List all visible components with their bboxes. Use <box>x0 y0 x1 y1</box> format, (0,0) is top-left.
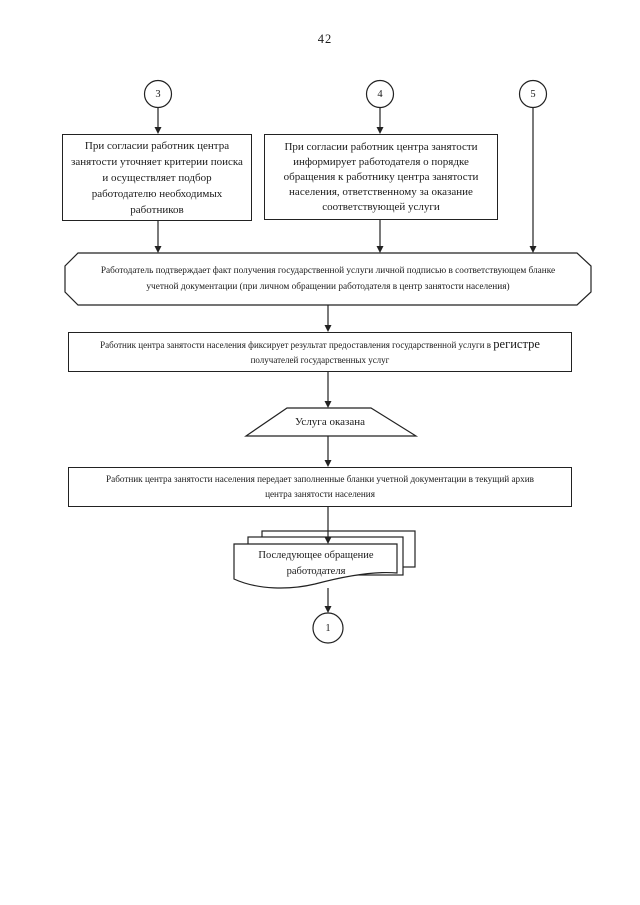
document-sheet-front <box>233 543 398 589</box>
page-number: 42 <box>317 31 333 46</box>
trapezoid-node <box>244 407 419 437</box>
process-box-right: При согласии работник центра занятости и… <box>264 134 498 220</box>
connector-circle-5-label: 5 <box>530 88 536 100</box>
trapezoid-node-text: Услуга оказана <box>294 416 366 428</box>
connector-circle-4-label: 4 <box>377 88 383 100</box>
connector-circle-1-label: 1 <box>325 622 331 634</box>
hexagon-node-text: Работодатель подтверждает факт получения… <box>100 266 556 292</box>
process-box-right-text: При согласии работник центра занятости и… <box>283 140 479 213</box>
process-box-left-text: При согласии работник центра занятости у… <box>71 139 243 216</box>
register-rect-text: Работник центра занятости населения фикс… <box>69 337 571 368</box>
archive-rect-text: Работник центра занятости населения пере… <box>106 474 534 499</box>
arrowheads <box>154 127 537 613</box>
register-text-after: получателей государственных услуг <box>250 354 390 365</box>
connector-circle-3-label: 3 <box>155 88 161 100</box>
register-rect: Работник центра занятости населения фикс… <box>68 332 572 372</box>
archive-rect: Работник центра занятости населения пере… <box>68 467 572 507</box>
register-text-emph: регистре <box>493 336 540 351</box>
document-node-text: Последующее обращение работодателя <box>258 550 374 577</box>
register-text-before: Работник центра занятости населения фикс… <box>100 339 494 350</box>
hexagon-node <box>64 252 592 306</box>
process-box-left: При согласии работник центра занятости у… <box>62 134 252 221</box>
